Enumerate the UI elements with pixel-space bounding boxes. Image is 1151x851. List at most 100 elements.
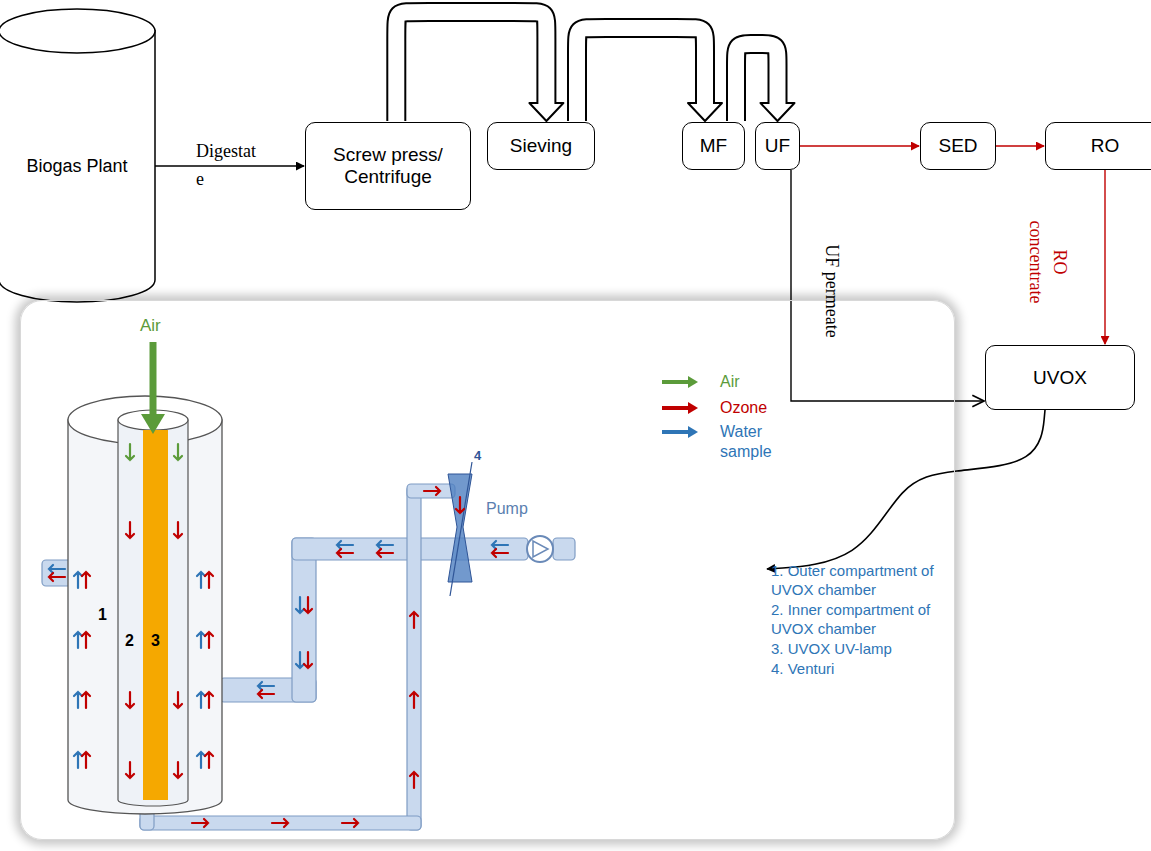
flow-arrow [174,522,182,538]
air-arrow-head [141,414,165,434]
flow-arrow [197,752,205,768]
flow-arrow [410,612,418,628]
legend-text: Water sample [720,422,780,462]
air-arrow [150,342,157,418]
box-label: RO [1091,135,1120,157]
flow-arrow [296,597,304,613]
flow-arrow [82,632,90,648]
uv-lamp [143,430,168,800]
box-label: Biogas Plant [26,156,127,177]
flow-arrow [424,487,440,495]
legend-swatch [660,401,700,415]
process-box: UF [755,122,800,170]
box-label: SED [938,135,977,157]
biogas-cylinder: Biogas Plant [0,8,157,304]
venturi [448,474,472,582]
flow-arrow [126,692,134,708]
flow-arrow [258,690,274,698]
legend-row: Water sample [660,422,800,444]
flow-arrow [377,541,393,549]
flow-arrow [174,444,182,460]
pump-symbol [533,541,548,557]
step-list: 1. Outer compartment of UVOX chamber2. I… [771,561,943,679]
illustration-panel: 1. Outer compartment of UVOX chamber2. I… [20,300,955,840]
flow-arrow [205,752,213,768]
process-box: Sieving [487,122,595,170]
list-item: 2. Inner compartment of UVOX chamber [771,600,943,638]
flow-arrow [410,692,418,708]
edge-label: UF permeate [821,231,843,351]
flow-arrow [126,444,134,460]
flow-arrow [74,752,82,768]
callout-number: 1 [98,606,112,624]
outer-compartment [68,420,222,814]
pipe [553,538,575,560]
connector [153,166,304,167]
connector [736,44,795,121]
flow-arrow [197,632,205,648]
flow-arrow [74,572,82,588]
flow-arrow [74,632,82,648]
callout-number: 2 [125,632,139,650]
venturi-line [450,462,472,596]
flow-arrow [197,692,205,708]
box-label: Screw press/ Centrifuge [314,144,462,188]
flow-arrow [456,497,464,513]
connector [996,146,1044,147]
flow-arrow [82,752,90,768]
connector [791,170,984,401]
flow-arrow [492,549,508,557]
flow-arrow [342,819,358,827]
flow-arrow [126,522,134,538]
flow-arrow [174,692,182,708]
box-label: Sieving [510,135,572,157]
flow-arrow [74,692,82,708]
legend-row: Air [660,372,800,394]
connector [396,12,563,121]
legend-swatch [660,425,700,439]
connector [767,410,1045,569]
list-item: 1. Outer compartment of UVOX chamber [771,561,943,599]
flow-arrow [205,572,213,588]
edge-label: RO concentrate [1024,212,1072,312]
flow-arrow [304,597,312,613]
pipe [140,816,421,830]
legend-text: Ozone [720,398,780,418]
connector [577,28,722,121]
flow-arrow [174,762,182,778]
pump-label: Pump [486,500,536,518]
flow-arrow [337,541,353,549]
process-box: UVOX [985,345,1135,410]
callout-number: 3 [151,632,165,650]
flow-arrow [197,572,205,588]
flow-arrow [49,565,65,573]
pipe [407,486,421,830]
flow-arrow [82,692,90,708]
flow-arrow [492,541,508,549]
list-item: 4. Venturi [771,659,943,678]
flow-arrow [49,573,65,581]
flow-arrow [410,772,418,788]
box-label: MF [700,135,727,157]
pipe [407,484,455,498]
flow-arrow [205,632,213,648]
air-label: Air [140,316,180,336]
process-box: RO [1045,122,1151,170]
flow-arrow [205,692,213,708]
connector [1105,170,1106,344]
pipe [292,538,316,702]
process-box: MF [682,122,745,170]
legend-swatch [660,375,700,389]
flow-arrow [82,572,90,588]
text-holder: Biogas Plant [26,156,127,177]
flow-arrow [304,652,312,668]
legend-row: Ozone [660,398,800,420]
flow-arrow [272,819,288,827]
process-box: Screw press/ Centrifuge [305,122,471,210]
connector [800,146,919,147]
list-item: 3. UVOX UV-lamp [771,639,943,658]
flow-arrow [377,549,393,557]
flow-arrow [258,682,274,690]
flow-arrow [337,549,353,557]
box-label: UVOX [1033,367,1087,389]
